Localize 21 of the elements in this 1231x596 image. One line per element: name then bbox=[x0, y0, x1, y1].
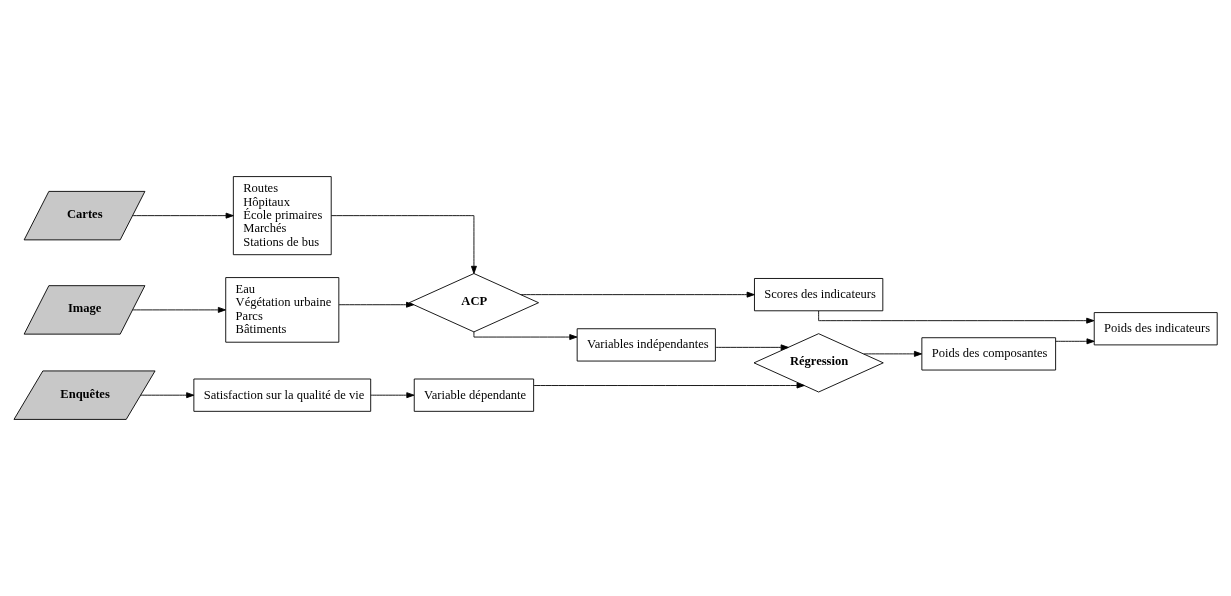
arrow bbox=[1055, 338, 1095, 345]
arrow bbox=[132, 212, 234, 219]
arrow bbox=[330, 215, 477, 274]
arrow bbox=[520, 291, 755, 298]
arrow bbox=[863, 350, 923, 357]
node-box: Poids des composantes bbox=[921, 337, 1057, 371]
node-box: Satisfaction sur la qualité de vie bbox=[193, 378, 372, 412]
node-box: Variable dépendante bbox=[413, 378, 535, 412]
arrow bbox=[818, 310, 1095, 324]
arrow bbox=[370, 392, 415, 399]
node-box: Routes Hôpitaux École primaires Marchés Stations de bus bbox=[232, 176, 332, 256]
arrow bbox=[533, 382, 805, 389]
node-box: Eau Végétation urbaine Parcs Bâtiments bbox=[225, 277, 340, 343]
arrow bbox=[132, 306, 226, 313]
node-box: Scores des indicateurs bbox=[754, 278, 884, 312]
node-box: Variables indépendantes bbox=[576, 328, 716, 362]
arrow bbox=[140, 392, 195, 399]
node-box: Poids des indicateurs bbox=[1093, 312, 1218, 346]
arrow bbox=[715, 344, 789, 351]
node-diamond: Régression bbox=[753, 333, 884, 393]
arrow bbox=[338, 301, 415, 308]
